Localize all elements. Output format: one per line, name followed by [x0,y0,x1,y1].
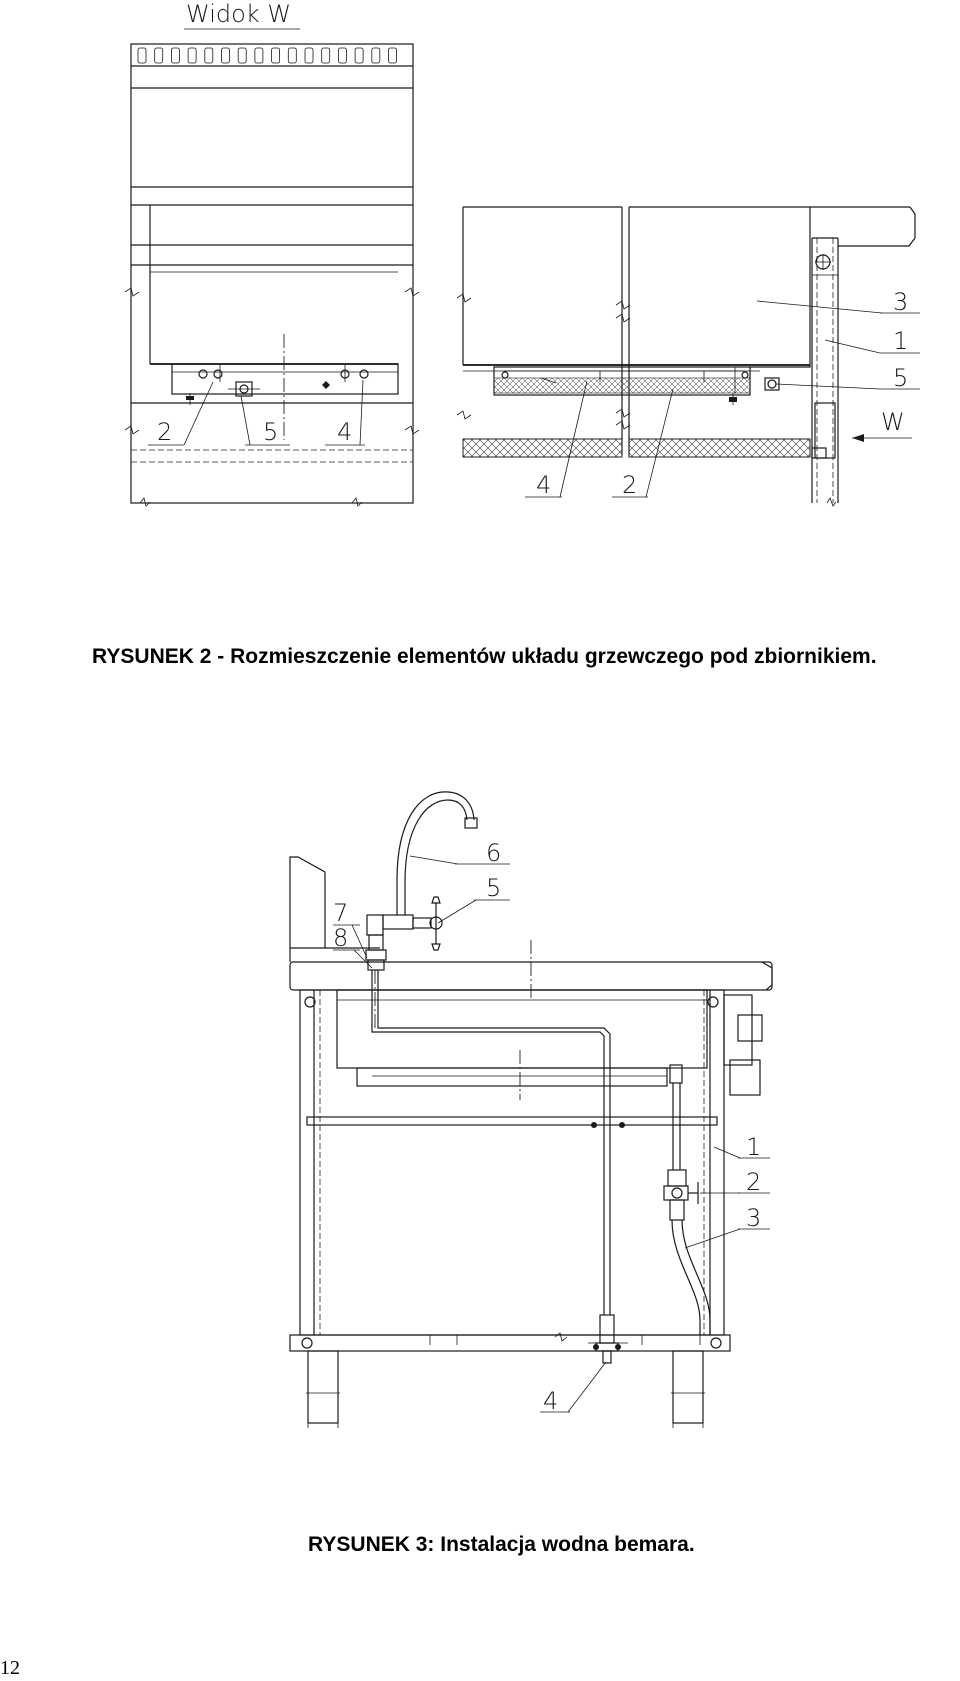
vent-slot [287,47,297,64]
vent-slot [237,47,247,64]
callout-7: 7 [333,899,348,927]
vent-slot [304,47,314,64]
callout-2-bottom: 2 [622,471,637,499]
callout-1-drain: 1 [746,1133,761,1161]
callout-1: 1 [893,327,908,355]
callout-6: 6 [486,839,501,867]
vent-slot [137,47,147,64]
vent-slot [254,47,264,64]
view-title: Widok W [186,0,291,28]
callout-4-bottom: 4 [536,471,551,499]
callout-2: 2 [157,418,172,446]
figure3-caption: RYSUNEK 3: Instalacja wodna bemara. [308,1533,695,1556]
vent-slot [221,47,230,64]
vent-slot [204,47,214,64]
callout-4: 4 [337,418,352,446]
view-arrow-label: W [881,408,905,436]
callout-8: 8 [333,924,348,952]
figure2-section: 3 1 5 W 4 2 [456,206,920,507]
vent-slot [354,47,364,64]
vent-slot [187,47,197,64]
vent-slot [388,47,397,64]
vent-slot [271,47,281,64]
callout-2-drain: 2 [746,1168,761,1196]
vent-slot [170,47,180,64]
figure3-water-installation: 6 5 7 8 1 2 3 4 [289,791,773,1428]
vent-slot [371,47,381,64]
callout-5-tap: 5 [486,874,501,902]
callout-4-drain: 4 [543,1387,558,1415]
figure2-caption: RYSUNEK 2 - Rozmieszczenie elementów ukł… [92,645,877,668]
page-number: 12 [0,1657,20,1679]
callout-3-drain: 3 [746,1204,761,1232]
vent-slot [321,47,331,64]
figure2-view-w: Widok W [124,0,420,507]
vent-slot [337,47,347,64]
vent-slot [154,47,164,64]
callout-3: 3 [893,288,908,316]
callout-5-side: 5 [893,364,908,392]
vent-slots [137,47,397,64]
callout-5: 5 [263,418,278,446]
